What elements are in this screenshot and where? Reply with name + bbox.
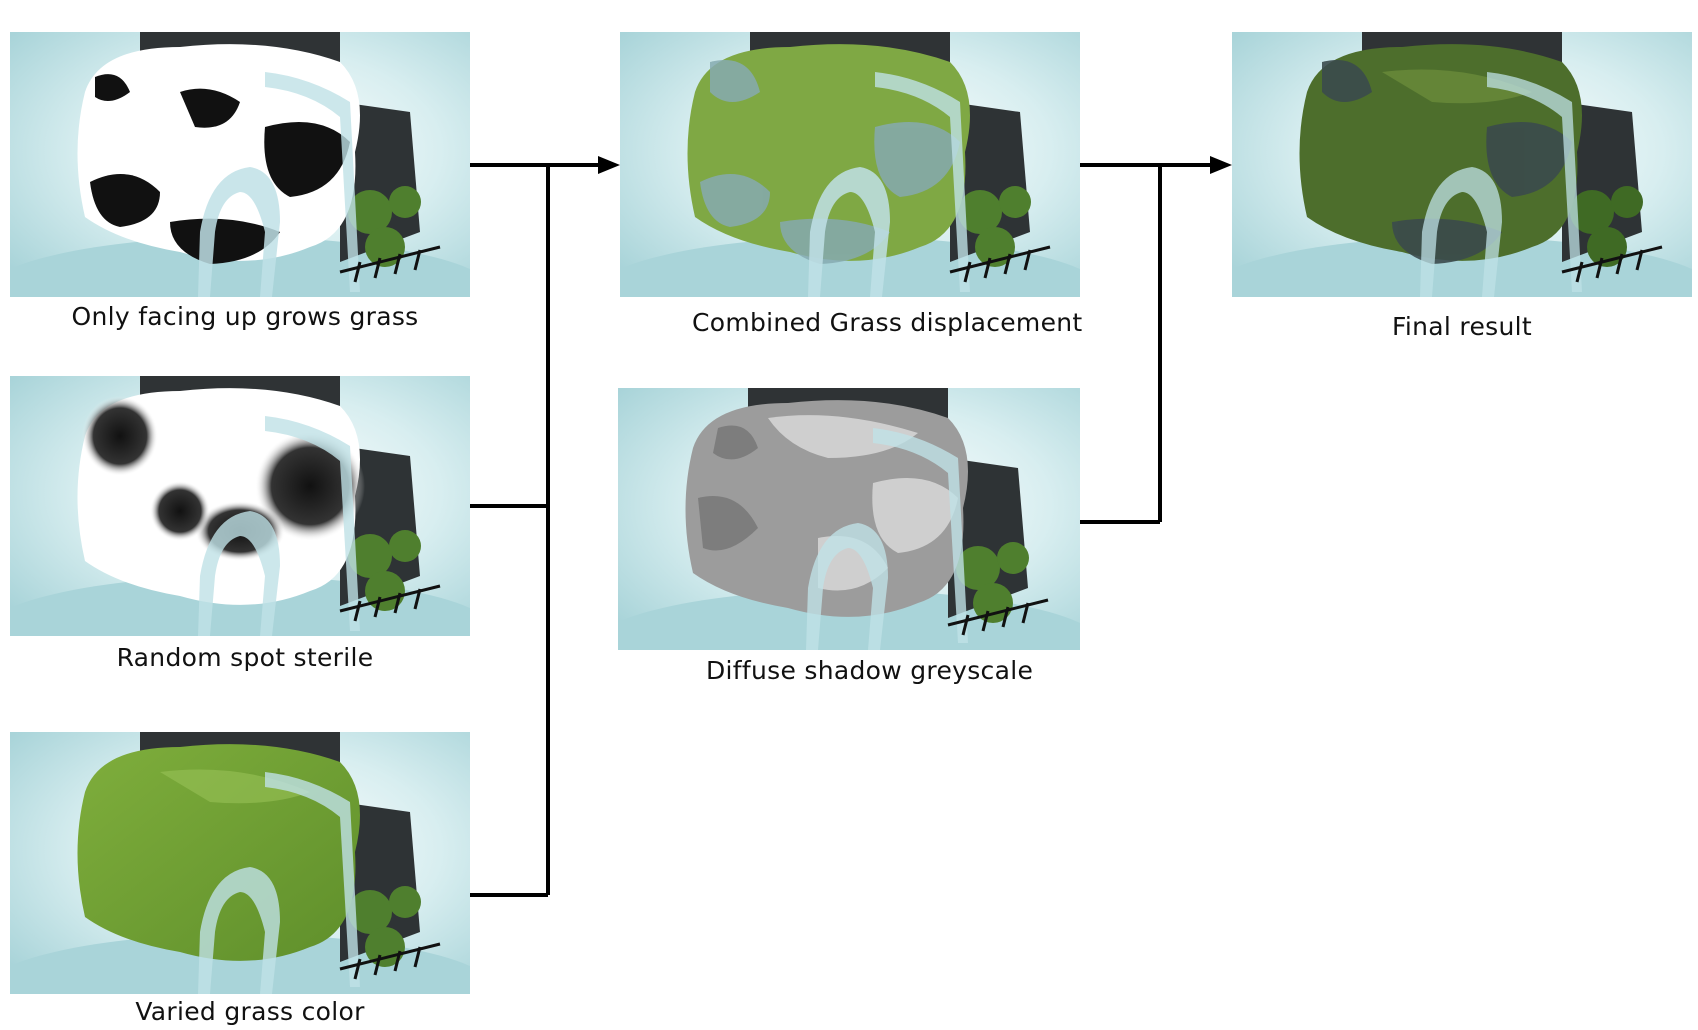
arrowhead-to-combined (598, 156, 620, 174)
render-combined-grass-displacement (620, 32, 1080, 297)
caption-random-spot: Random spot sterile (116, 643, 374, 672)
render-varied-grass-color (10, 732, 470, 994)
arrowhead-to-final (1210, 156, 1232, 174)
caption-final: Final result (1392, 312, 1532, 341)
caption-diffuse: Diffuse shadow greyscale (706, 656, 1034, 685)
caption-up-facing: Only facing up grows grass (71, 302, 419, 331)
render-up-facing-mask (10, 32, 470, 297)
caption-combined: Combined Grass displacement (692, 308, 1083, 337)
render-diffuse-shadow-greyscale (618, 388, 1080, 650)
render-random-spot-mask (10, 376, 470, 636)
render-final-result (1232, 32, 1692, 297)
caption-varied-color: Varied grass color (135, 997, 365, 1026)
